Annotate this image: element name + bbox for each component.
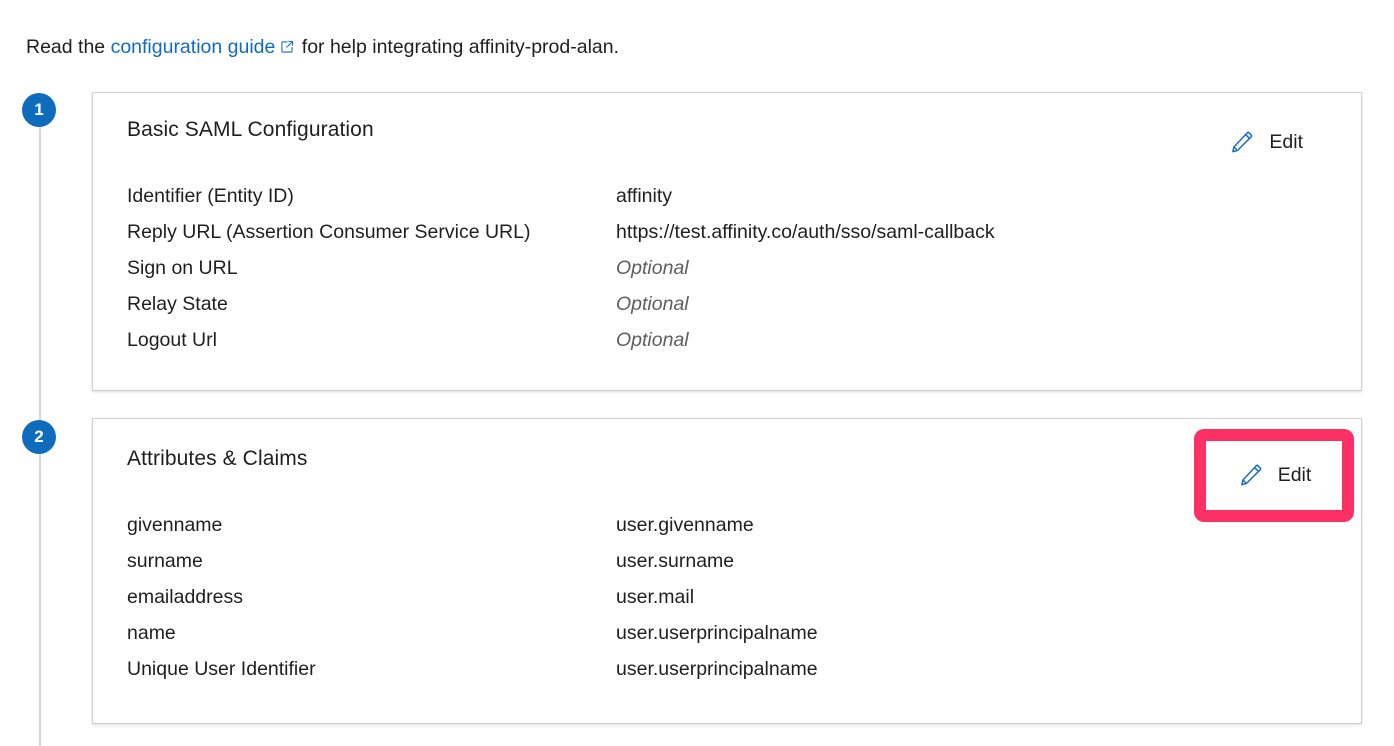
table-row: Identifier (Entity ID) affinity: [127, 185, 1341, 221]
edit-button-highlight: Edit: [1194, 429, 1354, 522]
card-title: Basic SAML Configuration: [127, 118, 374, 141]
table-row: surname user.surname: [127, 550, 1341, 586]
table-row: name user.userprincipalname: [127, 622, 1341, 658]
row-label: name: [127, 622, 176, 644]
row-label: Reply URL (Assertion Consumer Service UR…: [127, 221, 531, 243]
row-value: user.userprincipalname: [616, 658, 818, 680]
card-basic-saml-configuration: Basic SAML Configuration Edit Identifier…: [92, 92, 1362, 391]
basic-saml-rows: Identifier (Entity ID) affinity Reply UR…: [127, 185, 1341, 365]
pencil-icon: [1228, 129, 1255, 156]
intro-text-after: for help integrating affinity-prod-alan.: [296, 36, 620, 58]
row-value: affinity: [616, 185, 673, 207]
step-badge-1: 1: [22, 93, 56, 127]
row-label: Identifier (Entity ID): [127, 185, 294, 207]
row-label: Sign on URL: [127, 257, 238, 279]
configuration-guide-link[interactable]: configuration guide: [111, 36, 297, 58]
row-value: Optional: [616, 293, 689, 315]
edit-button-attributes-claims[interactable]: Edit: [1237, 462, 1312, 489]
table-row: Reply URL (Assertion Consumer Service UR…: [127, 221, 1341, 257]
row-label: Relay State: [127, 293, 228, 315]
row-value: user.surname: [616, 550, 735, 572]
intro-text: Read the configuration guide for help in…: [26, 34, 619, 60]
configuration-guide-link-label: configuration guide: [110, 36, 276, 58]
edit-button-basic-saml[interactable]: Edit: [1220, 123, 1311, 162]
table-row: givenname user.givenname: [127, 514, 1341, 550]
edit-button-label: Edit: [1269, 130, 1303, 153]
table-row: Logout Url Optional: [127, 329, 1341, 365]
row-label: surname: [127, 550, 203, 572]
table-row: Unique User Identifier user.userprincipa…: [127, 658, 1341, 694]
attributes-claims-rows: givenname user.givenname surname user.su…: [127, 514, 1341, 694]
table-row: emailaddress user.mail: [127, 586, 1341, 622]
row-label: emailaddress: [127, 586, 243, 608]
external-link-icon: [280, 35, 294, 53]
table-row: Sign on URL Optional: [127, 257, 1341, 293]
row-value: Optional: [616, 257, 689, 279]
table-row: Relay State Optional: [127, 293, 1341, 329]
row-value: user.mail: [616, 586, 695, 608]
step-badge-2: 2: [22, 420, 56, 454]
row-label: Logout Url: [127, 329, 217, 351]
intro-text-before: Read the: [26, 36, 111, 58]
row-value: user.userprincipalname: [616, 622, 818, 644]
row-label: givenname: [127, 514, 223, 536]
row-value: user.givenname: [616, 514, 754, 536]
row-label: Unique User Identifier: [127, 658, 316, 680]
edit-button-label: Edit: [1277, 463, 1312, 486]
card-title: Attributes & Claims: [127, 447, 308, 470]
row-value: https://test.affinity.co/auth/sso/saml-c…: [616, 221, 995, 243]
pencil-icon: [1237, 462, 1264, 489]
row-value: Optional: [616, 329, 689, 351]
card-attributes-and-claims: Attributes & Claims Edit givenname user.…: [92, 418, 1362, 724]
